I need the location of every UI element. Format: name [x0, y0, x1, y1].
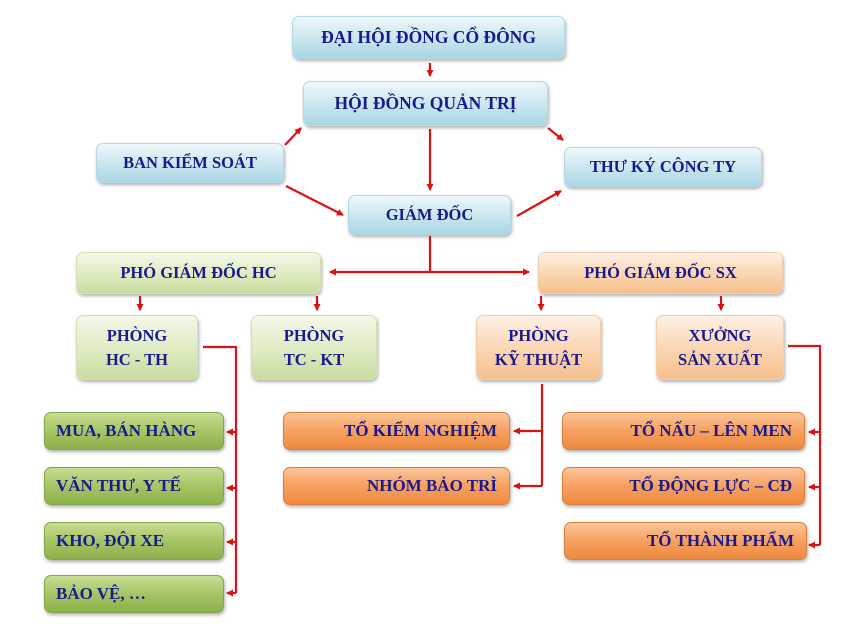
node-mua-ban-hang: MUA, BÁN HÀNG: [44, 412, 224, 450]
edge-bks-hdqt: [284, 127, 302, 146]
node-ban-kiem-soat: BAN KIỂM SOÁT: [96, 143, 284, 183]
node-label: PHÓ GIÁM ĐỐC SX: [584, 263, 737, 283]
node-label-line1: PHÒNG: [283, 325, 345, 345]
node-phong-hc-th: PHÒNG HC - TH: [76, 315, 198, 380]
node-label: TỔ ĐỘNG LỰC – CĐ: [629, 475, 792, 495]
node-label: BẢO VỆ, …: [56, 583, 146, 603]
node-label: VĂN THƯ, Y TẾ: [56, 475, 182, 495]
node-label-line1: PHÒNG: [508, 325, 569, 345]
node-label: THƯ KÝ CÔNG TY: [589, 157, 737, 177]
node-label: BAN KIỂM SOÁT: [123, 153, 257, 173]
edge-xuong-bracket: [788, 344, 822, 545]
node-label-line1: XƯỞNG: [688, 325, 752, 345]
node-label-line2: KỸ THUẬT: [494, 349, 583, 369]
node-to-thanh-pham: TỔ THÀNH PHẨM: [564, 522, 807, 560]
node-pho-giam-doc-sx: PHÓ GIÁM ĐỐC SX: [538, 252, 783, 294]
edge-hdqt-thuky: [547, 127, 564, 141]
node-label-line2: HC - TH: [105, 349, 169, 369]
node-to-dong-luc-cd: TỔ ĐỘNG LỰC – CĐ: [562, 467, 805, 505]
node-label: GIÁM ĐỐC: [385, 205, 474, 225]
node-label: MUA, BÁN HÀNG: [56, 420, 197, 440]
edge-giamdoc-thuky: [516, 190, 562, 217]
node-label: HỘI ĐỒNG QUẢN TRỊ: [334, 92, 517, 113]
node-dai-hoi-dong-co-dong: ĐẠI HỘI ĐỒNG CỔ ĐÔNG: [292, 16, 565, 59]
node-pho-giam-doc-hc: PHÓ GIÁM ĐỐC HC: [76, 252, 321, 294]
node-label: KHO, ĐỘI XE: [56, 530, 165, 550]
node-nhom-bao-tri: NHÓM BẢO TRÌ: [283, 467, 510, 505]
node-kho-doi-xe: KHO, ĐỘI XE: [44, 522, 224, 560]
node-giam-doc: GIÁM ĐỐC: [348, 195, 511, 235]
edge-hcth-bracket: [203, 345, 238, 593]
node-bao-ve: BẢO VỆ, …: [44, 575, 224, 613]
node-phong-ky-thuat: PHÒNG KỸ THUẬT: [476, 315, 601, 380]
node-to-nau-len-men: TỔ NẤU – LÊN MEN: [562, 412, 805, 450]
node-phong-tc-kt: PHÒNG TC - KT: [251, 315, 377, 380]
node-label: TỔ THÀNH PHẨM: [646, 530, 794, 550]
node-to-kiem-nghiem: TỔ KIỂM NGHIỆM: [283, 412, 510, 450]
node-label: TỔ KIỂM NGHIỆM: [343, 420, 497, 440]
node-thu-ky-cong-ty: THƯ KÝ CÔNG TY: [564, 147, 762, 187]
node-label-line1: PHÒNG: [106, 325, 168, 345]
node-xuong-san-xuat: XƯỞNG SẢN XUẤT: [656, 315, 784, 380]
edge-bks-giamdoc: [285, 185, 344, 216]
node-van-thu-y-te: VĂN THƯ, Y TẾ: [44, 467, 224, 505]
node-label: ĐẠI HỘI ĐỒNG CỔ ĐÔNG: [321, 26, 536, 47]
node-label: TỔ NẤU – LÊN MEN: [630, 420, 792, 440]
node-hoi-dong-quan-tri: HỘI ĐỒNG QUẢN TRỊ: [303, 81, 548, 126]
node-label: NHÓM BẢO TRÌ: [366, 475, 497, 495]
node-label: PHÓ GIÁM ĐỐC HC: [120, 263, 277, 283]
node-label-line2: TC - KT: [283, 349, 345, 369]
node-label-line2: SẢN XUẤT: [678, 349, 762, 369]
